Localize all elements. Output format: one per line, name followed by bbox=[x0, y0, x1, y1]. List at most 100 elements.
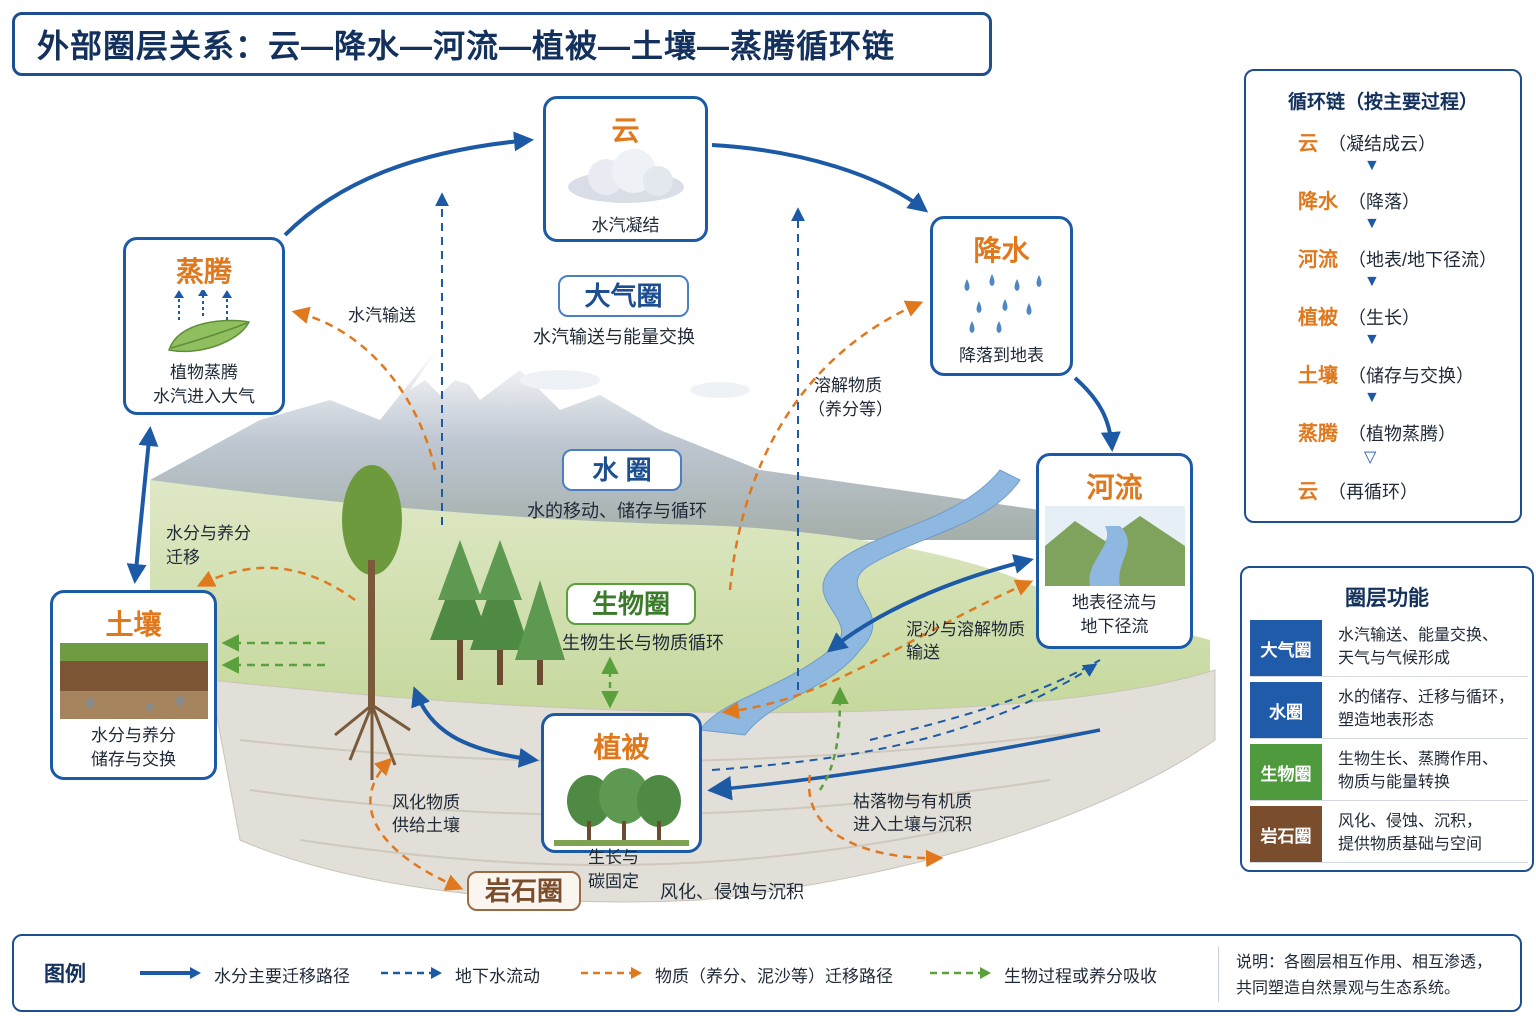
function-text: 生物生长、蒸腾作用、物质与能量转换 bbox=[1338, 748, 1528, 794]
label-litter-1: 枯落物与有机质 bbox=[853, 792, 972, 811]
orange-weathering bbox=[369, 757, 464, 891]
node-cloud: 云 水汽凝结 bbox=[543, 96, 708, 242]
function-tag: 岩石圈 bbox=[1250, 806, 1322, 862]
label-dissolved-2: （养分等） bbox=[808, 400, 893, 419]
chain-item-key: 河流 bbox=[1298, 249, 1338, 271]
chain-item-key: 蒸腾 bbox=[1298, 423, 1338, 445]
function-row: 生物圈生物生长、蒸腾作用、物质与能量转换 bbox=[1250, 742, 1528, 801]
chain-item-note: （地表/地下径流） bbox=[1348, 250, 1498, 270]
function-row: 大气圈水汽输送、能量交换、天气与气候形成 bbox=[1250, 618, 1528, 677]
chain-item-key: 降水 bbox=[1298, 191, 1338, 213]
function-text: 水的储存、迁移与循环，塑造地表形态 bbox=[1338, 686, 1528, 732]
chain-item-key: 云 bbox=[1298, 481, 1318, 503]
label-weather-2: 供给土壤 bbox=[392, 816, 460, 835]
function-tag: 大气圈 bbox=[1250, 620, 1322, 676]
arrow-cloud-to-precip bbox=[711, 143, 929, 213]
legend-swatch bbox=[381, 967, 442, 979]
node-river-desc-1: 地表径流与 bbox=[1072, 593, 1157, 612]
green-litter bbox=[818, 686, 849, 791]
label-weather-1: 风化物质 bbox=[392, 793, 460, 812]
node-veg-desc-2: 碳固定 bbox=[588, 872, 639, 891]
chain-item-note: （降落） bbox=[1348, 192, 1420, 212]
river-landscape-icon bbox=[1044, 506, 1185, 586]
node-soil-title: 土壤 bbox=[105, 609, 162, 640]
node-transp: 蒸腾 植物蒸腾 水汽进入大气 bbox=[123, 237, 285, 415]
chain-item-key: 植被 bbox=[1298, 307, 1338, 329]
node-precip-title: 降水 bbox=[973, 235, 1030, 266]
sphere-atmo-desc: 水汽输送与能量交换 bbox=[533, 327, 695, 347]
node-veg-desc-1: 生长与 bbox=[588, 848, 639, 867]
function-text-line-2: 提供物质基础与空间 bbox=[1338, 836, 1483, 853]
legend-swatch bbox=[581, 967, 642, 979]
forest bbox=[342, 465, 565, 710]
functions-panel: 圈层功能 大气圈水汽输送、能量交换、天气与气候形成水圈水的储存、迁移与循环，塑造… bbox=[1240, 566, 1534, 872]
tree-roots bbox=[334, 703, 411, 780]
function-row: 岩石圈风化、侵蚀、沉积， 提供物质基础与空间 bbox=[1250, 804, 1528, 863]
chain-item: 云（凝结成云） bbox=[1298, 127, 1436, 156]
chain-item-key: 土壤 bbox=[1298, 365, 1338, 387]
node-river: 河流 地表径流与 地下径流 bbox=[1036, 453, 1193, 649]
title-box: 外部圈层关系：云—降水—河流—植被—土壤—蒸腾循环链 bbox=[12, 12, 992, 76]
functions-title: 圈层功能 bbox=[1345, 587, 1429, 610]
legend-note-2: 共同塑造自然景观与生态系统。 bbox=[1236, 980, 1461, 997]
chain-item-note: （储存与交换） bbox=[1348, 366, 1474, 386]
node-veg: 植被 bbox=[541, 713, 702, 853]
legend-divider bbox=[1218, 946, 1219, 1002]
chain-item: 蒸腾（植物蒸腾） bbox=[1298, 417, 1456, 446]
arrow-groundwater-veg bbox=[707, 728, 1101, 801]
mountain-snow bbox=[410, 345, 470, 395]
legend-label: 水分主要迁移路径 bbox=[214, 967, 350, 986]
label-litter-2: 进入土壤与沉积 bbox=[853, 815, 972, 834]
sky-cloud-2 bbox=[690, 382, 750, 398]
chain-item-note: （生长） bbox=[1348, 308, 1420, 328]
chain-down-arrow-icon: ▼ bbox=[1364, 389, 1380, 406]
chain-item: 云（再循环） bbox=[1298, 475, 1418, 504]
function-row: 水圈水的储存、迁移与循环，塑造地表形态 bbox=[1250, 680, 1528, 739]
sphere-litho-desc: 风化、侵蚀与沉积 bbox=[660, 882, 804, 902]
node-soil-desc-2: 储存与交换 bbox=[91, 750, 176, 769]
arrow-transp-to-cloud bbox=[283, 131, 534, 237]
function-text-line-1: 水汽输送、能量交换、 bbox=[1338, 627, 1499, 644]
function-tag: 生物圈 bbox=[1250, 744, 1322, 800]
label-water-nutrient-2: 迁移 bbox=[166, 548, 200, 567]
legend-title: 图例 bbox=[44, 963, 86, 986]
function-tag: 水圈 bbox=[1250, 682, 1322, 738]
legend-label: 生物过程或养分吸收 bbox=[1004, 967, 1157, 986]
chain-item: 植被 （生长） bbox=[1298, 301, 1420, 330]
node-transp-desc-1: 植物蒸腾 bbox=[170, 363, 238, 382]
function-text-line-2: 物质与能量转换 bbox=[1338, 774, 1451, 791]
function-text-line-2: 塑造地表形态 bbox=[1338, 712, 1435, 729]
chain-panel: 循环链（按主要过程） 云（凝结成云）▼降水（降落）▼河流（地表/地下径流）▼植被… bbox=[1244, 69, 1522, 523]
function-text-line-1: 生物生长、蒸腾作用、 bbox=[1338, 751, 1499, 768]
node-veg-title: 植被 bbox=[593, 732, 650, 763]
node-transp-desc-2: 水汽进入大气 bbox=[153, 387, 255, 406]
node-cloud-title: 云 bbox=[611, 115, 640, 146]
dashed-groundwater-2 bbox=[869, 659, 1101, 741]
label-dissolved-1: 溶解物质 bbox=[814, 376, 882, 395]
sky-cloud bbox=[520, 370, 600, 390]
label-sediment-2: 输送 bbox=[906, 643, 940, 662]
node-river-title: 河流 bbox=[1086, 472, 1143, 503]
function-text-line-2: 天气与气候形成 bbox=[1338, 650, 1451, 667]
sphere-bio-desc: 生物生长与物质循环 bbox=[562, 633, 724, 653]
arrow-soil-transp bbox=[126, 426, 159, 584]
node-soil-desc-1: 水分与养分 bbox=[91, 726, 176, 745]
node-transp-title: 蒸腾 bbox=[175, 256, 232, 287]
trees-icon bbox=[554, 768, 689, 846]
chain-item-note: （凝结成云） bbox=[1328, 134, 1436, 154]
sphere-bio: 生物圈 bbox=[566, 583, 696, 625]
node-precip-desc: 降落到地表 bbox=[959, 346, 1044, 365]
rain-drops-icon bbox=[964, 274, 1041, 333]
node-river-desc-2: 地下径流 bbox=[1080, 617, 1149, 636]
function-text-line-1: 风化、侵蚀、沉积， bbox=[1338, 813, 1483, 830]
legend-note-1: 说明：各圈层相互作用、相互渗透， bbox=[1236, 954, 1493, 971]
legend-label: 地下水流动 bbox=[455, 967, 540, 986]
dashed-groundwater bbox=[711, 663, 1098, 771]
legend-swatch bbox=[930, 967, 991, 979]
orange-water-nutrient bbox=[196, 566, 356, 602]
cloud-icon bbox=[567, 149, 684, 203]
sphere-atmo: 大气圈 bbox=[558, 275, 689, 317]
chain-down-arrow-icon: ▽ bbox=[1364, 449, 1377, 466]
legend-swatch bbox=[140, 967, 201, 979]
node-cloud-desc: 水汽凝结 bbox=[591, 216, 660, 235]
